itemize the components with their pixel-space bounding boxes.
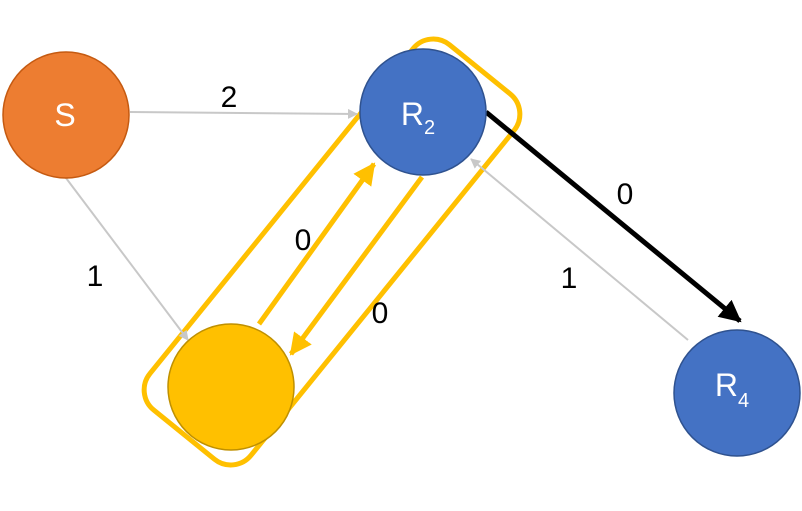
edge-s-to-r2 (129, 108, 358, 119)
node-s: S (2, 51, 130, 179)
label-r2-to-r4: 0 (617, 178, 634, 211)
node-r4: R4 (673, 329, 801, 457)
node-yellow (167, 323, 295, 451)
label-r2-to-yellow: 0 (372, 297, 389, 330)
node-r2-label-main: R (401, 96, 424, 132)
edge-r4-to-r2 (470, 158, 689, 341)
node-r2-label: R2 (401, 96, 435, 139)
highlight-group-box (141, 36, 523, 468)
label-r4-to-r2: 1 (561, 262, 578, 295)
edge-r2-to-yellow (288, 175, 425, 356)
node-r4-label: R4 (715, 367, 749, 412)
node-r2-label-sub: 2 (424, 117, 435, 139)
label-s-to-r2: 2 (221, 81, 238, 114)
node-r2: R2 (359, 48, 487, 176)
node-r4-label-sub: 4 (738, 390, 749, 412)
label-s-to-yellow: 1 (87, 260, 104, 293)
label-yellow-to-r2: 0 (295, 224, 312, 257)
edge-s-to-yellow (65, 177, 189, 341)
edge-r2-to-r4 (484, 110, 742, 323)
edge-yellow-to-r2 (256, 162, 377, 326)
node-s-label: S (54, 97, 75, 133)
node-r4-label-main: R (715, 367, 738, 403)
